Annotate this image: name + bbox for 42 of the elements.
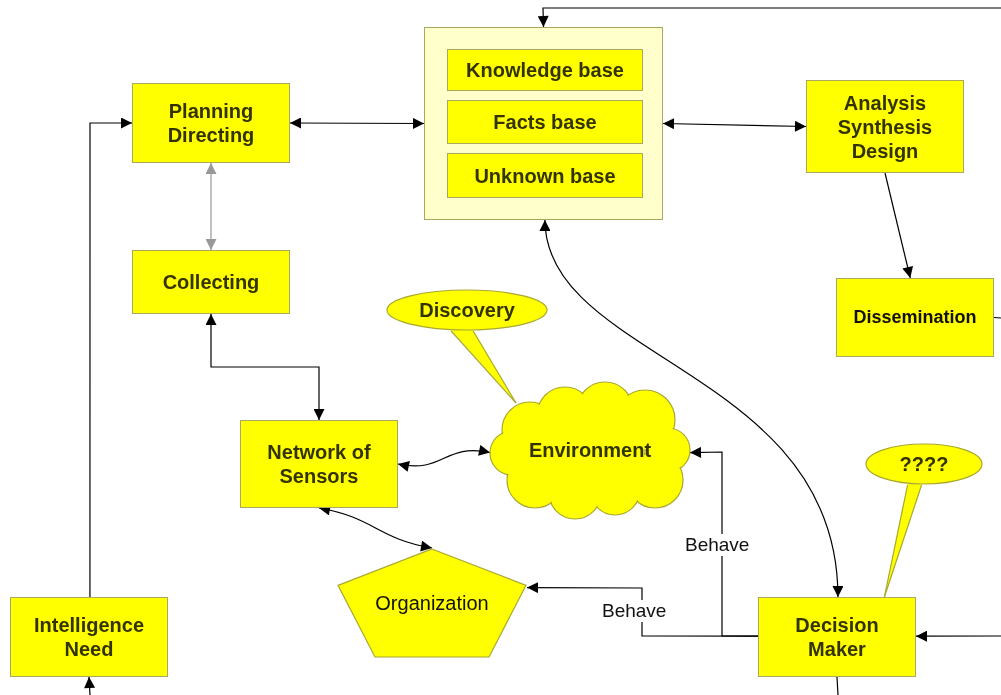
node-label: Unknown base [473,163,617,188]
node-label: Organization [374,591,490,615]
arrow [205,313,325,421]
process-box [447,49,643,91]
edge-label: Behave [600,600,669,622]
node-label: Knowledge base [465,58,625,82]
arrow [205,162,217,251]
pentagon-shape [337,548,527,658]
process-box [240,420,398,508]
node-label: Decision Maker [794,613,880,661]
edge-label: Behave [683,534,752,556]
node-label: Collecting [161,270,261,294]
arrow [526,582,759,637]
arrow [662,118,807,132]
node-label: Planning Directing [166,99,256,147]
process-box [10,597,168,677]
process-box [132,83,290,163]
process-box [806,80,964,173]
node-label: Analysis Synthesis Design [836,90,934,163]
process-box [447,153,643,198]
callout-tail [450,330,517,404]
node-label: Network of Sensors [266,440,372,488]
node-label: Dissemination [852,306,978,329]
arrow [397,445,491,472]
process-box [447,100,643,144]
container-box [424,27,663,220]
node-label: Facts base [492,110,598,134]
arrow [89,117,133,598]
node-label: Discovery [418,298,516,322]
arrow [915,630,1001,642]
arrow [537,7,1001,28]
node-label: Intelligence Need [33,613,145,661]
process-box [132,250,290,314]
arrow [84,676,96,695]
callout-ellipse [386,289,548,331]
arrow [884,172,914,279]
process-box [836,278,994,357]
callout-ellipse [865,443,983,485]
callout-tail [883,484,923,598]
node-label: ???? [898,452,950,476]
process-box [758,597,916,677]
arrow [289,117,425,129]
